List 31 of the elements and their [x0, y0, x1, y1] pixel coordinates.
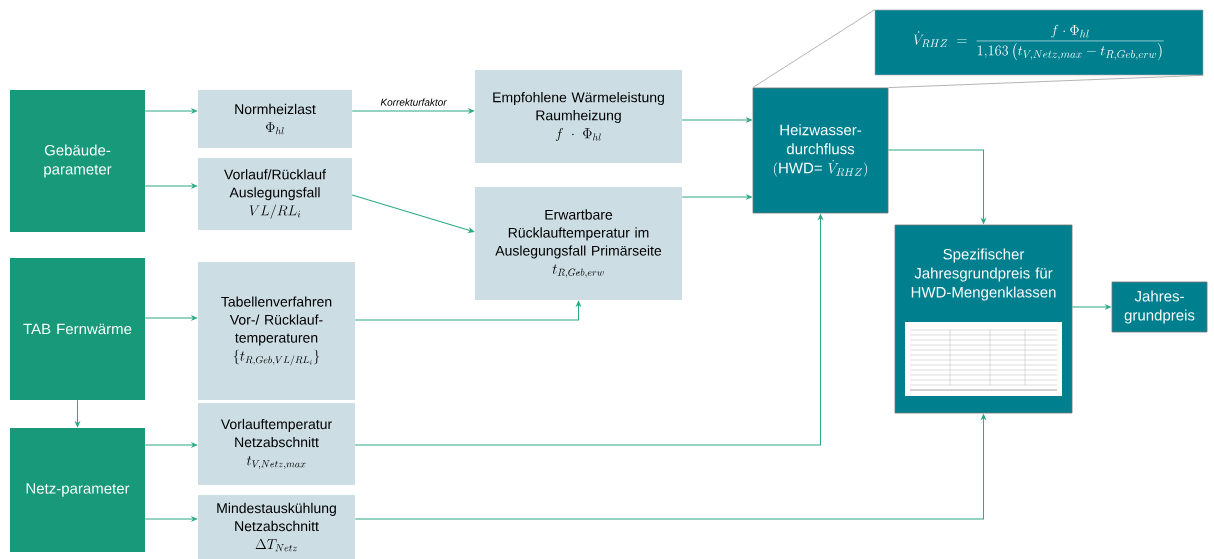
arrow — [354, 214, 823, 446]
arrow — [75, 399, 80, 428]
arrow — [354, 300, 581, 321]
result-box: Heizwasser-durchfluss $(\text{HWD=}\ \dot{V}_{RHZ})$ — [752, 87, 889, 214]
arrow — [144, 442, 198, 448]
process-box: Erwartbare Rücklauftemperatur im Auslegungsfall Primärseite $t_{R,Geb,erw}$ — [475, 187, 682, 300]
arrow — [144, 516, 198, 522]
arrow — [681, 117, 752, 123]
callout-line — [888, 75, 1204, 88]
arrow — [354, 414, 986, 520]
process-box: Tabellenverfahren Vor-/ Rücklauf-temperaturen $\{t_{R,Geb,VL/RL_i}\}$ — [198, 262, 355, 400]
process-box: Mindestauskühlung Netzabschnitt $\Delta T_{Netz}$ — [198, 495, 355, 559]
process-box: Vorlauftemperatur Netzabschnitt $t_{V,Netz,max}$ — [198, 403, 355, 485]
parameter-box: Gebäude-parameter — [10, 90, 145, 232]
arrow — [144, 108, 198, 114]
process-box: Empfohlene Wärmeleistung Raumheizung $f\cdot\Phi_{hl}$ — [475, 70, 682, 163]
arrow — [1071, 304, 1111, 310]
arrow — [351, 108, 475, 114]
callout-line — [752, 9, 875, 88]
parameter-box: TAB Fernwärme — [10, 258, 145, 400]
arrow — [144, 315, 198, 321]
parameter-box: Netz-parameter — [10, 428, 145, 552]
arrow — [351, 194, 475, 233]
arrow — [144, 183, 198, 189]
formula-box: $\dot{V}_{RHZ} = \frac{f\cdot\Phi_{hl}}{1{,}163\left(t_{V,Netz,max}-t_{R,Geb,erw}\right)}$ — [874, 9, 1204, 76]
result-box: Jahres-grundpreis — [1111, 281, 1208, 333]
edge-label: Korrekturfaktor — [380, 98, 447, 106]
arrow — [887, 149, 986, 224]
arrow — [681, 194, 752, 200]
process-box: Vorlauf/Rücklauf Auslegungsfall $VL/RL_i$ — [198, 158, 352, 230]
process-box: Normheizlast $\Phi_{hl}$ — [198, 90, 352, 148]
